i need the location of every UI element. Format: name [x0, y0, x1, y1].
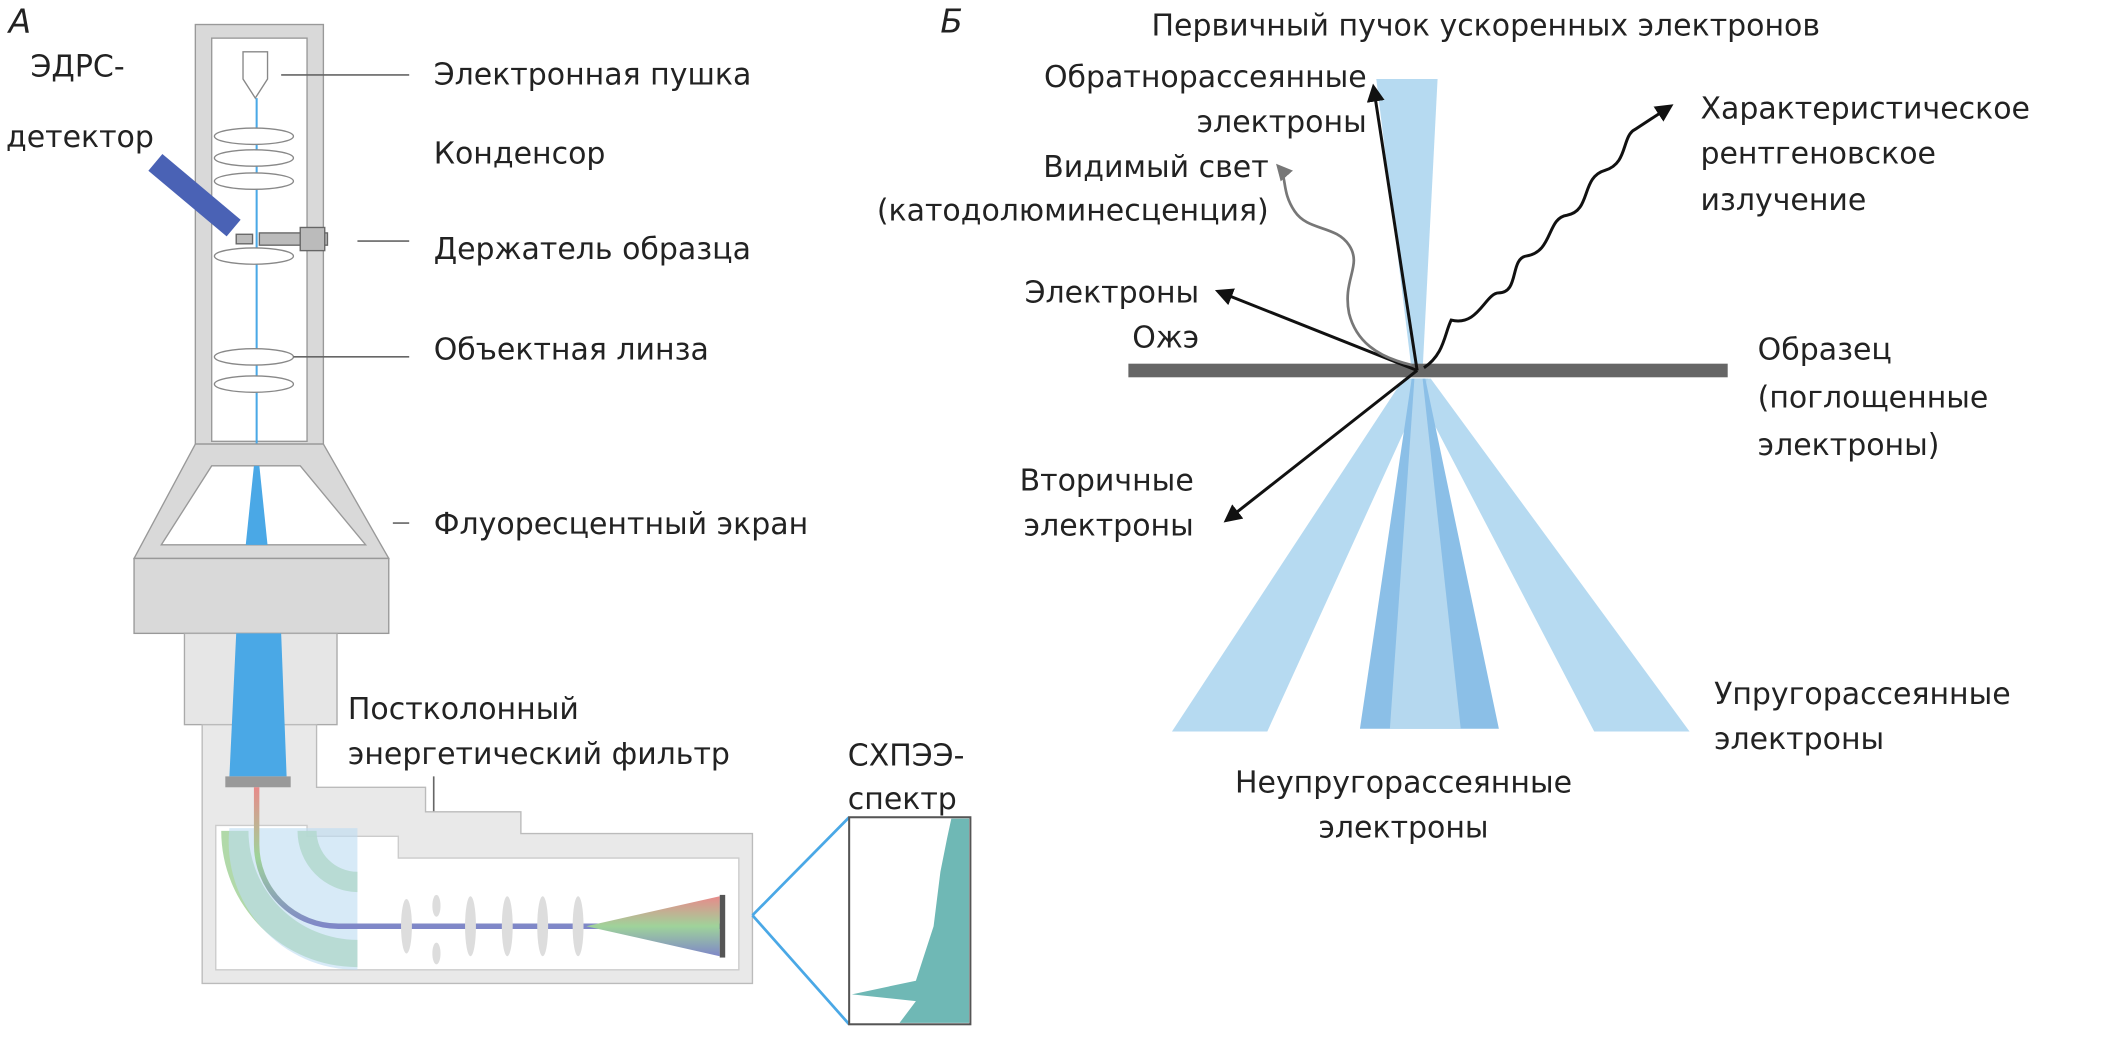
electron-gun-icon [242, 51, 269, 100]
elastic-right-band [1410, 378, 1690, 732]
primary-beam [1376, 79, 1438, 371]
label-backscattered-line1: Обратнорассеянные [1044, 60, 1367, 95]
eels-spectrum-curve [851, 818, 970, 1023]
zoom-line-bottom [751, 914, 851, 1026]
projected-beam [229, 633, 287, 777]
label-auger-line2: Ожэ [1132, 320, 1199, 355]
label-light-line2: (катодолюминесценция) [877, 194, 1269, 229]
label-postcolumn-line1: Постколонный [348, 692, 579, 727]
label-sample-holder: Держатель образца [434, 232, 751, 267]
emission-arrows [1214, 83, 1674, 523]
label-primary-beam: Первичный пучок ускоренных электронов [1152, 8, 1821, 43]
label-inelastic-line2: электроны [1318, 811, 1488, 846]
label-secondary-line1: Вторичные [1020, 463, 1194, 498]
label-xray-line2: рентгеновское [1700, 136, 1936, 171]
label-objective-lens: Объектная линза [434, 333, 709, 368]
inelastic-core [1389, 378, 1461, 729]
entrance-aperture [225, 776, 291, 788]
secondary-arrow [1223, 369, 1419, 523]
panel-b: Б Первичный пучок ускоренных электронов … [877, 3, 2030, 846]
condenser-lenses [213, 127, 295, 393]
panel-b-letter: Б [940, 3, 962, 41]
label-sample-line3: электроны) [1758, 428, 1940, 463]
elastic-left-band [1171, 378, 1429, 732]
label-elastic-line2: электроны [1714, 722, 1884, 757]
label-electron-gun: Электронная пушка [434, 57, 752, 92]
label-inelastic-line1: Неупругорассеянные [1235, 766, 1572, 801]
label-fluorescent-screen: Флуоресцентный экран [434, 507, 808, 542]
camera-chamber [133, 557, 390, 635]
label-sample-line1: Образец [1758, 333, 1892, 368]
label-xray-line3: излучение [1700, 183, 1866, 218]
edrs-detector [148, 154, 241, 237]
edrs-label-line1: ЭДРС- [31, 49, 125, 84]
spectrum-fan [586, 896, 720, 957]
zoom-line-top [751, 816, 851, 917]
detector-plate [719, 894, 726, 958]
label-elastic-line1: Упругорассеянные [1714, 677, 2011, 712]
auger-arrow [1214, 288, 1418, 372]
dispersed-beam [253, 787, 723, 929]
sample-holder [235, 226, 329, 252]
label-sample-line2: (поглощенные [1758, 380, 1989, 415]
label-backscattered-line2: электроны [1197, 105, 1367, 140]
label-eels-line1: СХПЭЭ- [848, 738, 965, 773]
label-postcolumn-line2: энергетический фильтр [348, 737, 730, 772]
label-auger-line1: Электроны [1025, 275, 1200, 310]
xray-wavy-arrow [1423, 104, 1674, 370]
label-xray-line1: Характеристическое [1700, 92, 2030, 127]
label-eels-line2: спектр [848, 782, 957, 817]
panel-a-letter: А [7, 3, 31, 41]
backscatter-arrow [1366, 83, 1419, 371]
light-wavy-arrow [1276, 163, 1413, 367]
filter-lenses [401, 894, 584, 965]
screen-window [160, 465, 368, 546]
edrs-label-line2: детектор [6, 120, 154, 155]
sample-bar [1128, 363, 1728, 378]
screen-beam [245, 465, 268, 545]
panel-a: А ЭДРС- детектор Электронная пушка Конде… [6, 3, 972, 1026]
label-condenser: Конденсор [434, 136, 606, 171]
label-secondary-line2: электроны [1024, 508, 1194, 543]
label-light-line1: Видимый свет [1043, 150, 1268, 185]
